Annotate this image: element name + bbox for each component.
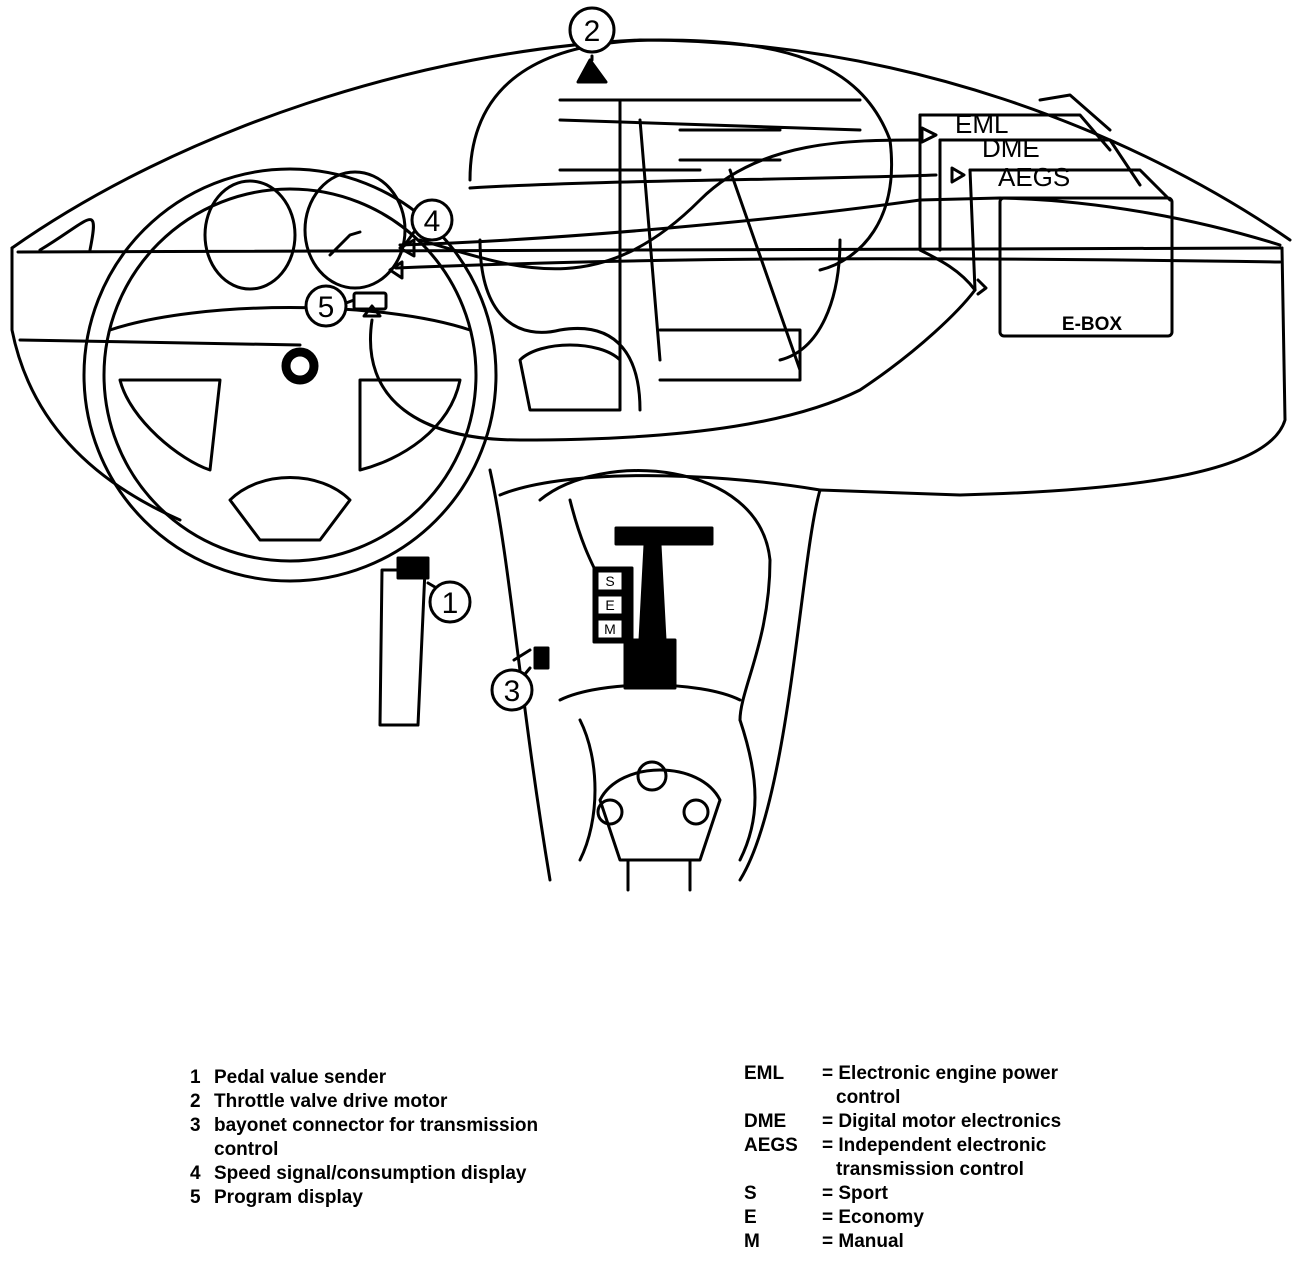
legend-abbr: M: [744, 1231, 760, 1252]
legend-abbreviations: EML = Electronic engine power control DME =…: [744, 1062, 1061, 1254]
throttle-housing: [468, 38, 893, 272]
legend-cont: control: [214, 1139, 279, 1160]
callout-1: [428, 580, 472, 624]
wiring: [468, 173, 938, 190]
legend-numbered: 1 Pedal value sender 2 Throttle valve driv…: [190, 1066, 538, 1210]
legend-text: Throttle valve drive motor: [214, 1091, 448, 1112]
steering-wheel-rim: [82, 167, 498, 583]
legend-text: = Sport: [822, 1183, 888, 1204]
legend-abbr: AEGS: [744, 1135, 798, 1156]
callout-1-label: 1: [442, 587, 459, 620]
callout-4-label: 4: [424, 205, 441, 238]
callout-4: [410, 198, 454, 242]
speedometer: [303, 170, 407, 290]
callout-3: [490, 668, 534, 712]
legend-num: 4: [190, 1163, 201, 1184]
callout-2: [568, 6, 616, 54]
legend-text: = Electronic engine power: [822, 1063, 1058, 1084]
legend-text: = Manual: [822, 1231, 904, 1252]
aegs-label: AEGS: [998, 162, 1070, 192]
callout-5-label: 5: [318, 291, 335, 324]
legend-item: 2 Throttle valve drive motor: [190, 1090, 538, 1114]
legend-item: S = Sport: [744, 1182, 1061, 1206]
ebox-label: E-BOX: [1062, 314, 1123, 335]
dashboard-diagram: 1 2 3 4 5 EML DME AEGS E-BOX S E M: [10, 6, 1292, 892]
legend-text: = Independent electronic: [822, 1135, 1047, 1156]
legend-num: 5: [190, 1187, 201, 1208]
callout-5: [304, 284, 348, 328]
accelerator-pedal: [378, 568, 427, 727]
legend-abbr: EML: [744, 1063, 785, 1084]
legend-abbr: S: [744, 1183, 757, 1204]
legend-item: 4 Speed signal/consumption display: [190, 1162, 538, 1186]
callout-3-label: 3: [504, 675, 521, 708]
callout-2-label: 2: [584, 15, 601, 48]
legend-num: 3: [190, 1115, 201, 1136]
legend-item: 1 Pedal value sender: [190, 1066, 538, 1090]
legend-item: AEGS = Independent electronic transmission…: [744, 1134, 1061, 1182]
legend-text: = Digital motor electronics: [822, 1111, 1062, 1132]
legend-item: 5 Program display: [190, 1186, 538, 1210]
pedal-sender: [396, 556, 430, 580]
dashboard-outline: [10, 38, 1292, 250]
legend-num: 1: [190, 1067, 201, 1088]
legend-text: Speed signal/consumption display: [214, 1163, 527, 1184]
legend-cont: transmission control: [836, 1159, 1024, 1180]
legend-item: E = Economy: [744, 1206, 1061, 1230]
legend-text: bayonet connector for transmission: [214, 1115, 539, 1136]
legend-item: 3 bayonet connector for transmission: [190, 1114, 538, 1138]
legend-text: Program display: [214, 1187, 363, 1208]
selector-s-label: S: [605, 573, 614, 589]
legend-abbr: DME: [744, 1111, 787, 1132]
throttle-motor: [576, 58, 608, 84]
eml-label: EML: [955, 109, 1008, 139]
callouts: [304, 6, 616, 712]
dme-label: DME: [982, 133, 1040, 163]
legend-num: 2: [190, 1091, 201, 1112]
center-console: [488, 468, 552, 882]
eml-module: [918, 113, 1112, 152]
selector-m-label: M: [604, 621, 616, 637]
legend-item: M = Manual: [744, 1230, 1061, 1254]
legend-item: EML = Electronic engine power control: [744, 1062, 1061, 1110]
legend-cont: control: [836, 1087, 901, 1108]
legend-text: = Economy: [822, 1207, 924, 1228]
aegs-module: [968, 168, 1172, 202]
legend-abbr: E: [744, 1207, 757, 1228]
ebox: [998, 196, 1174, 338]
selector-e-label: E: [605, 597, 614, 613]
tachometer: [203, 179, 297, 291]
legend-item: DME = Digital motor electronics: [744, 1110, 1061, 1134]
legend-text: Pedal value sender: [214, 1067, 387, 1088]
